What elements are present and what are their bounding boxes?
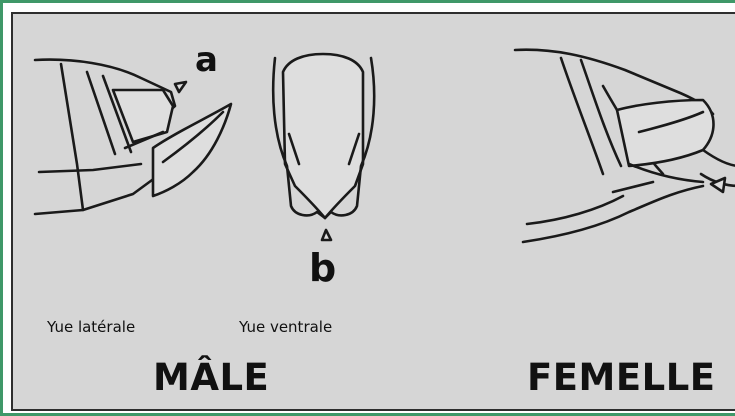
male-arrow-a bbox=[175, 82, 186, 92]
label-a: a bbox=[195, 40, 218, 80]
male-arrow-b bbox=[322, 230, 331, 240]
caption-ventral-view: Yue ventrale bbox=[239, 318, 332, 336]
caption-lateral-view: Yue latérale bbox=[47, 318, 135, 336]
label-b: b bbox=[309, 246, 336, 290]
drawing-canvas bbox=[13, 14, 735, 411]
female-lobe bbox=[617, 100, 714, 166]
heading-male: MÂLE bbox=[153, 356, 269, 399]
figure-panel: a b Yue latérale Yue ventrale MÂLE FEMEL… bbox=[11, 12, 735, 411]
heading-female: FEMELLE bbox=[527, 356, 716, 399]
male-appendage-a bbox=[113, 90, 173, 142]
female-lateral-view-drawing bbox=[515, 50, 735, 242]
ventral-plate bbox=[283, 54, 363, 218]
male-ventral-view-drawing bbox=[273, 54, 374, 240]
male-lateral-view-drawing bbox=[35, 60, 231, 214]
